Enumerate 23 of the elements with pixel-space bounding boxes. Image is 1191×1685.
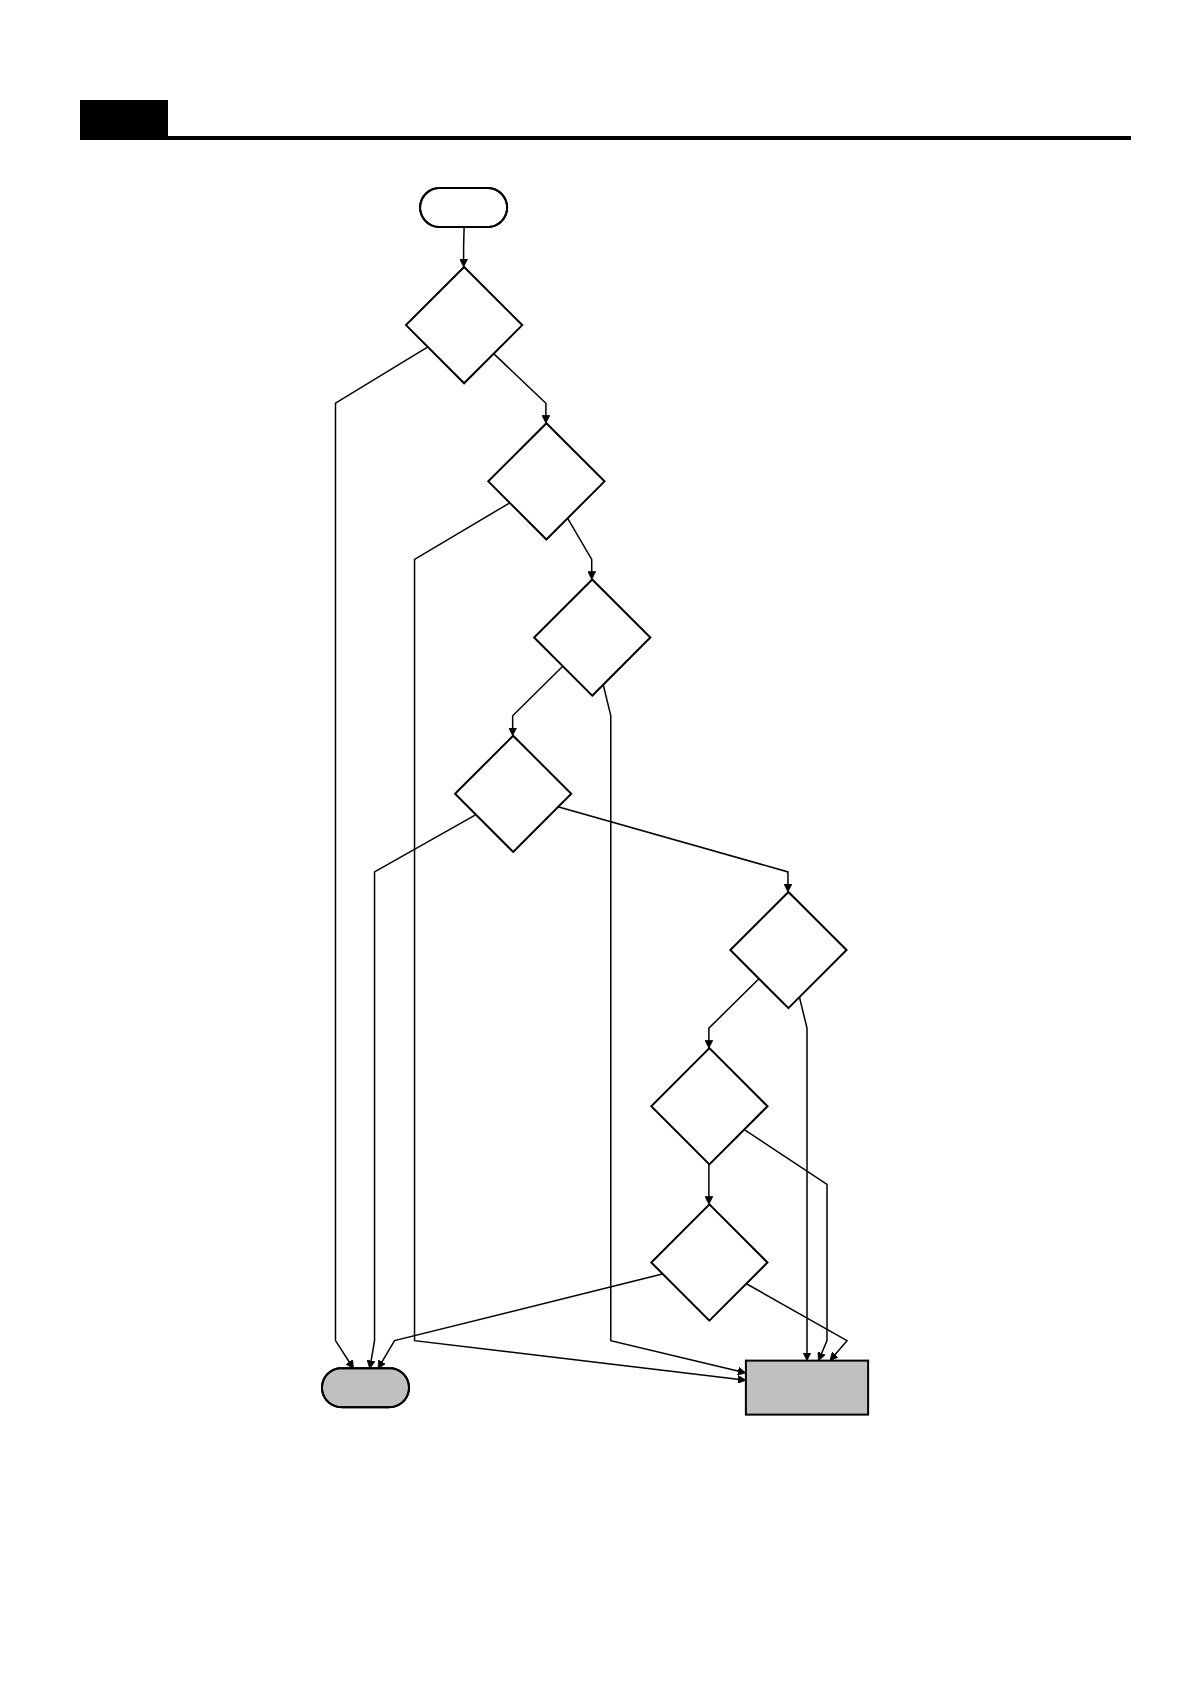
arrow [459, 226, 469, 268]
node-box [745, 1359, 870, 1416]
node-diamond [405, 265, 525, 385]
node-diamond [487, 421, 607, 541]
arrow [743, 1128, 829, 1362]
node-diamond [533, 578, 653, 698]
arrow [745, 1282, 849, 1362]
arrow [414, 502, 747, 1384]
arrow [557, 805, 793, 893]
arrow [378, 1273, 664, 1370]
arrow [704, 1163, 714, 1205]
arrow [602, 683, 747, 1376]
node-diamond [650, 1046, 770, 1166]
arrow [367, 814, 477, 1370]
arrow [335, 346, 429, 1370]
arrow [567, 517, 597, 580]
node-diamond [454, 734, 574, 854]
node-diamond [650, 1202, 770, 1323]
arrow [508, 665, 564, 737]
arrow [704, 978, 760, 1049]
arrow [493, 352, 551, 424]
arrow [799, 996, 812, 1362]
node-diamond [729, 890, 849, 1010]
